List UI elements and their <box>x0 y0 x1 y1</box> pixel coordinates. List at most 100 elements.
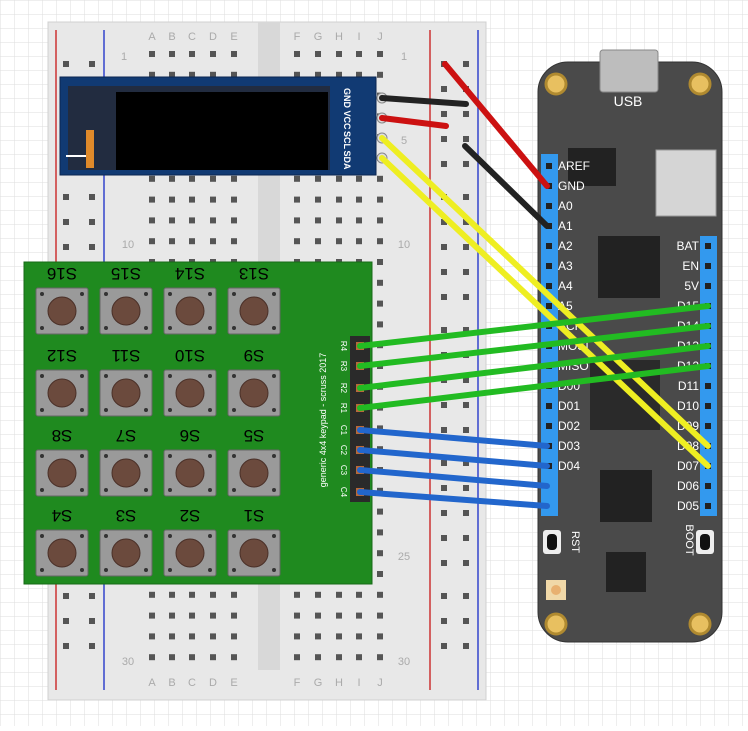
breadboard-hole[interactable] <box>294 71 300 78</box>
breadboard-hole[interactable] <box>189 196 195 203</box>
breadboard-hole[interactable] <box>189 654 195 661</box>
breadboard-hole[interactable] <box>210 71 216 78</box>
breadboard-hole[interactable] <box>231 51 237 57</box>
breadboard-hole[interactable] <box>377 196 383 203</box>
breadboard-hole[interactable] <box>377 633 383 640</box>
keypad-key-button[interactable] <box>175 458 205 488</box>
breadboard-hole[interactable] <box>294 591 300 598</box>
breadboard-hole[interactable] <box>356 51 362 57</box>
breadboard-hole[interactable] <box>377 238 383 245</box>
breadboard-hole[interactable] <box>189 238 195 245</box>
mcu-right-pin[interactable] <box>705 243 711 249</box>
rail-hole[interactable] <box>463 61 469 67</box>
breadboard-hole[interactable] <box>169 175 175 182</box>
breadboard-hole[interactable] <box>336 238 342 245</box>
keypad-key-button[interactable] <box>111 378 141 408</box>
rail-hole[interactable] <box>463 593 469 599</box>
breadboard-hole[interactable] <box>315 71 321 78</box>
rail-hole[interactable] <box>441 136 447 142</box>
rail-hole[interactable] <box>463 244 469 250</box>
keypad-key-button[interactable] <box>239 296 269 326</box>
boot-button[interactable] <box>700 534 710 550</box>
rail-hole[interactable] <box>89 219 95 225</box>
mcu-right-pin[interactable] <box>705 423 711 429</box>
rail-hole[interactable] <box>463 535 469 541</box>
breadboard-hole[interactable] <box>377 259 383 265</box>
mcu-left-pin[interactable] <box>546 243 552 249</box>
rail-hole[interactable] <box>63 618 69 624</box>
rail-hole[interactable] <box>63 219 69 225</box>
breadboard-hole[interactable] <box>189 217 195 224</box>
breadboard-hole[interactable] <box>231 217 237 224</box>
rail-hole[interactable] <box>441 593 447 599</box>
breadboard-hole[interactable] <box>294 238 300 245</box>
rail-hole[interactable] <box>441 485 447 491</box>
keypad-key-button[interactable] <box>47 538 77 568</box>
breadboard-hole[interactable] <box>169 654 175 661</box>
rail-hole[interactable] <box>463 427 469 433</box>
breadboard-hole[interactable] <box>149 71 155 78</box>
breadboard-hole[interactable] <box>356 633 362 640</box>
rail-hole[interactable] <box>463 136 469 142</box>
breadboard-hole[interactable] <box>336 633 342 640</box>
breadboard-hole[interactable] <box>377 529 383 536</box>
breadboard-hole[interactable] <box>149 654 155 661</box>
breadboard-hole[interactable] <box>336 217 342 224</box>
breadboard-hole[interactable] <box>169 217 175 224</box>
breadboard-hole[interactable] <box>210 633 216 640</box>
breadboard-hole[interactable] <box>315 217 321 224</box>
breadboard-hole[interactable] <box>169 51 175 57</box>
breadboard-hole[interactable] <box>210 175 216 182</box>
breadboard-hole[interactable] <box>377 571 383 577</box>
breadboard-hole[interactable] <box>336 654 342 661</box>
mcu-left-pin[interactable] <box>546 403 552 409</box>
rail-hole[interactable] <box>463 618 469 624</box>
breadboard-hole[interactable] <box>377 175 383 182</box>
rail-hole[interactable] <box>441 269 447 275</box>
breadboard-hole[interactable] <box>294 196 300 203</box>
breadboard-hole[interactable] <box>315 196 321 203</box>
breadboard-hole[interactable] <box>189 175 195 182</box>
breadboard-hole[interactable] <box>189 633 195 640</box>
rail-hole[interactable] <box>441 402 447 408</box>
rail-hole[interactable] <box>463 485 469 491</box>
rail-hole[interactable] <box>63 244 69 250</box>
rail-hole[interactable] <box>441 535 447 541</box>
breadboard-hole[interactable] <box>315 633 321 640</box>
breadboard-hole[interactable] <box>377 654 383 661</box>
keypad-key-button[interactable] <box>111 458 141 488</box>
breadboard-hole[interactable] <box>315 591 321 598</box>
breadboard-hole[interactable] <box>210 612 216 619</box>
breadboard-hole[interactable] <box>377 550 383 557</box>
keypad-key-button[interactable] <box>175 538 205 568</box>
rail-hole[interactable] <box>441 327 447 333</box>
breadboard-hole[interactable] <box>149 238 155 245</box>
breadboard-hole[interactable] <box>169 612 175 619</box>
breadboard-hole[interactable] <box>149 633 155 640</box>
rail-hole[interactable] <box>441 161 447 167</box>
breadboard-hole[interactable] <box>336 51 342 57</box>
rail-hole[interactable] <box>441 560 447 566</box>
mcu-left-pin[interactable] <box>546 163 552 169</box>
keypad-key-button[interactable] <box>111 538 141 568</box>
breadboard-hole[interactable] <box>231 71 237 78</box>
breadboard-hole[interactable] <box>210 196 216 203</box>
breadboard-hole[interactable] <box>231 633 237 640</box>
breadboard-hole[interactable] <box>377 300 383 307</box>
keypad-key-button[interactable] <box>239 458 269 488</box>
breadboard-hole[interactable] <box>231 196 237 203</box>
breadboard-hole[interactable] <box>149 217 155 224</box>
breadboard-hole[interactable] <box>294 633 300 640</box>
breadboard-hole[interactable] <box>356 175 362 182</box>
breadboard-hole[interactable] <box>169 633 175 640</box>
breadboard-hole[interactable] <box>294 612 300 619</box>
keypad-key-button[interactable] <box>239 538 269 568</box>
breadboard-hole[interactable] <box>377 591 383 598</box>
mcu-right-pin[interactable] <box>705 403 711 409</box>
breadboard-hole[interactable] <box>315 51 321 57</box>
breadboard-hole[interactable] <box>210 51 216 57</box>
rst-button[interactable] <box>547 534 557 550</box>
rail-hole[interactable] <box>441 244 447 250</box>
rail-hole[interactable] <box>463 560 469 566</box>
breadboard-hole[interactable] <box>377 612 383 619</box>
